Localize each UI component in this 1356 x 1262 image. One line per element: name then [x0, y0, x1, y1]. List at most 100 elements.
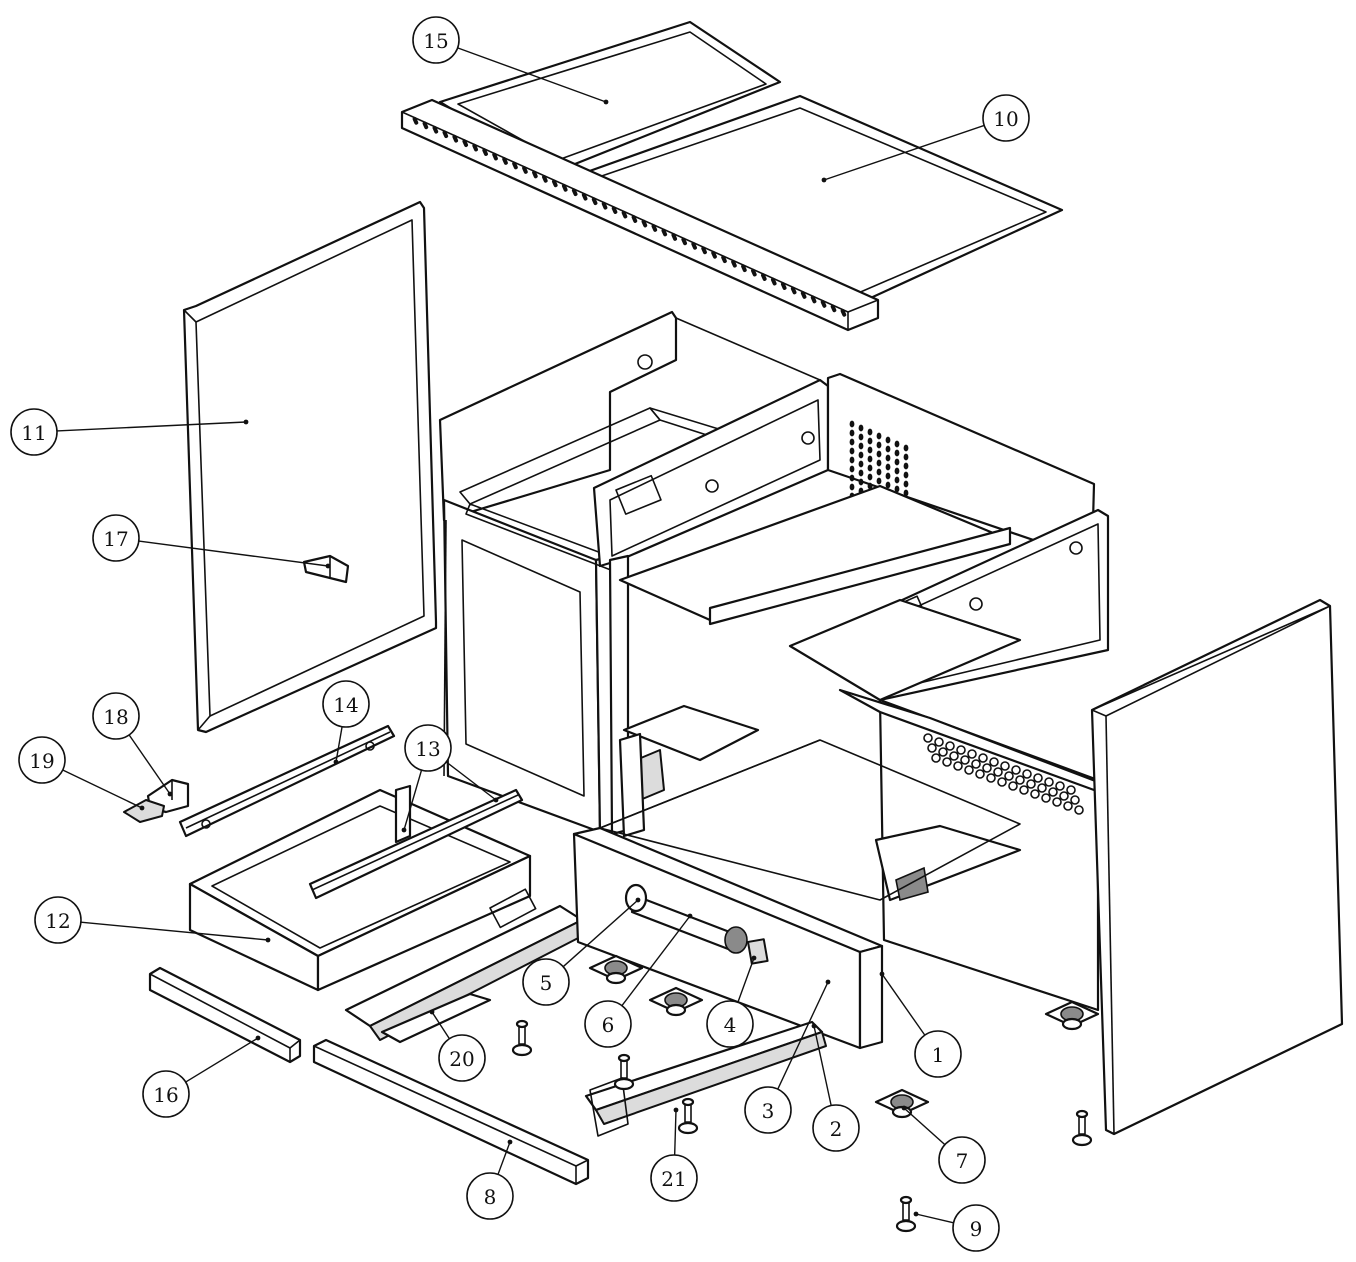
callout-label: 10 [993, 107, 1018, 131]
rail-slot [432, 125, 439, 134]
perforation-hole [885, 436, 891, 444]
callout-bubble [92, 692, 140, 740]
callout-15: 15 [412, 16, 609, 105]
perforation-hole [982, 763, 992, 773]
perforation-hole [927, 743, 937, 753]
leader-dot [333, 759, 339, 765]
perforation-hole [934, 737, 944, 747]
perforation-hole [894, 485, 900, 493]
rail-slot [761, 273, 767, 281]
rail-slot [671, 233, 678, 241]
tilt-mechanism [618, 704, 760, 838]
rail-slot [810, 295, 817, 304]
perforation-hole [953, 761, 963, 771]
perforation-hole [1026, 779, 1036, 789]
callout-bubble [650, 1154, 698, 1202]
leader-line [915, 1213, 954, 1224]
perforation-hole [1063, 801, 1073, 811]
leader-dot [821, 177, 827, 183]
perforation-hole [903, 471, 909, 479]
leader-dot [255, 1035, 261, 1041]
callout-bubble [322, 680, 370, 728]
leader-line [56, 421, 247, 432]
floor-flange [874, 1088, 930, 1119]
rail-slot [412, 117, 419, 125]
rail-slot [840, 309, 847, 317]
leader-dot [139, 805, 145, 811]
rail-slots [412, 117, 847, 317]
floor-flanges [588, 954, 1100, 1119]
rail-slot [621, 210, 628, 219]
leader-dot [913, 1211, 919, 1217]
rail-slot [691, 242, 697, 250]
rail-slot [542, 175, 548, 183]
callout-label: 4 [724, 1013, 737, 1037]
callout-3: 3 [744, 979, 831, 1134]
perforation-hole [858, 460, 864, 468]
leader-line [813, 1025, 832, 1106]
callout-bubble [938, 1136, 986, 1184]
perforation-hole [885, 454, 891, 462]
leader-dot [603, 99, 609, 105]
perforation-hole [971, 759, 981, 769]
rail-slot [581, 192, 588, 201]
leader-line [185, 1037, 259, 1083]
perforation-hole [1037, 783, 1047, 793]
leader-line [445, 761, 497, 801]
perforation-hole [949, 751, 959, 761]
callout-bubble [982, 94, 1030, 142]
leader-line [128, 734, 171, 795]
callout-11: 11 [10, 408, 249, 456]
leader-line [457, 47, 607, 103]
kick-plate-16 [148, 966, 302, 1064]
perforation-hole [978, 753, 988, 763]
leader-line [80, 921, 269, 941]
leader-line [431, 1011, 451, 1040]
rail-slot [721, 255, 727, 264]
callout-label: 5 [540, 971, 553, 995]
perforation-hole [858, 442, 864, 450]
rail-slot [512, 161, 518, 170]
floor-flange [588, 954, 644, 985]
perforation-hole [1000, 761, 1010, 771]
perforation-hole [903, 489, 909, 497]
perforation-hole [858, 451, 864, 459]
perforated-front-rail [400, 98, 880, 332]
callout-18: 18 [92, 692, 173, 797]
callout-bubble [10, 408, 58, 456]
rail-slot [661, 228, 668, 237]
perforation-hole [986, 773, 996, 783]
rail-slot [770, 277, 777, 286]
leveling-foot [895, 1195, 917, 1233]
leader-line [621, 915, 691, 1007]
callout-12: 12 [34, 896, 271, 944]
rail-slot [532, 170, 538, 179]
callout-bubble [812, 1104, 860, 1152]
leader-dot [811, 1023, 817, 1029]
perforation-hole [885, 463, 891, 471]
callout-label: 9 [970, 1217, 983, 1241]
perforation-hole [858, 424, 864, 432]
rail-slot [701, 246, 707, 255]
perforation-hole [903, 462, 909, 470]
perforation-hole [1066, 785, 1076, 795]
callout-label: 8 [484, 1185, 497, 1209]
callout-bubble [706, 1000, 754, 1048]
callout-bubble [18, 736, 66, 784]
perforation-hole [858, 478, 864, 486]
callout-label: 12 [45, 909, 70, 933]
rail-slot [711, 250, 717, 259]
perforation-hole [885, 472, 891, 480]
perforation-hole [1022, 769, 1032, 779]
leader-dot [751, 955, 757, 961]
leader-dot [401, 827, 407, 833]
leader-line [403, 769, 423, 831]
leader-dot [901, 1105, 907, 1111]
leader-dot [635, 897, 641, 903]
perforation-hole [867, 428, 873, 436]
leader-dot [265, 937, 271, 943]
rail-slot [422, 121, 429, 130]
perforation-hole [867, 473, 873, 481]
callout-label: 20 [449, 1047, 474, 1071]
rail-slot [482, 148, 488, 156]
